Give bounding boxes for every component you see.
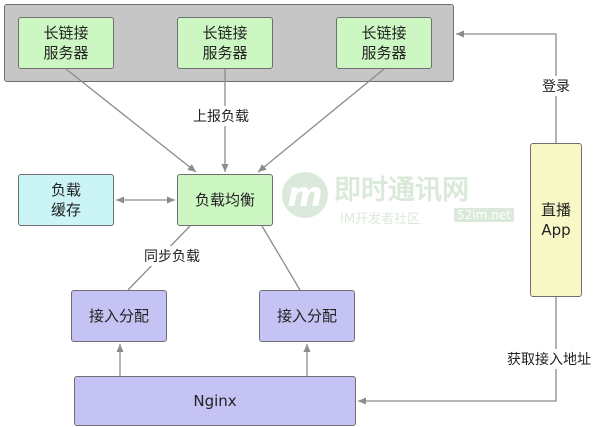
nginx[interactable]: Nginx	[74, 376, 356, 426]
watermark-logo: m	[282, 172, 328, 218]
access-dispatcher-1[interactable]: 接入分配	[71, 290, 167, 342]
edge-balancer-to-dispatcher2	[261, 225, 301, 291]
label-report-load: 上报负载	[191, 106, 251, 126]
edge-server3-to-balancer	[257, 68, 385, 173]
load-cache[interactable]: 负载 缓存	[18, 174, 114, 226]
live-app[interactable]: 直播 App	[530, 143, 582, 297]
load-balancer[interactable]: 负载均衡	[177, 174, 273, 226]
long-connection-server-3[interactable]: 长链接 服务器	[336, 17, 432, 69]
label-sync-load: 同步负载	[142, 246, 202, 266]
watermark: m 即时通讯网 IM开发者社区 52im.net	[282, 168, 532, 232]
edge-server1-to-balancer	[65, 68, 197, 173]
watermark-subtitle: IM开发者社区	[340, 212, 421, 227]
watermark-site: 52im.net	[454, 208, 514, 222]
long-connection-server-2[interactable]: 长链接 服务器	[177, 17, 273, 69]
access-dispatcher-2[interactable]: 接入分配	[259, 290, 355, 342]
watermark-title: 即时通讯网	[334, 175, 469, 206]
label-login: 登录	[540, 76, 572, 96]
label-get-address: 获取接入地址	[505, 349, 593, 369]
edge-app-login	[456, 30, 557, 143]
edge-app-get-address	[358, 297, 557, 405]
long-connection-server-1[interactable]: 长链接 服务器	[18, 17, 114, 69]
